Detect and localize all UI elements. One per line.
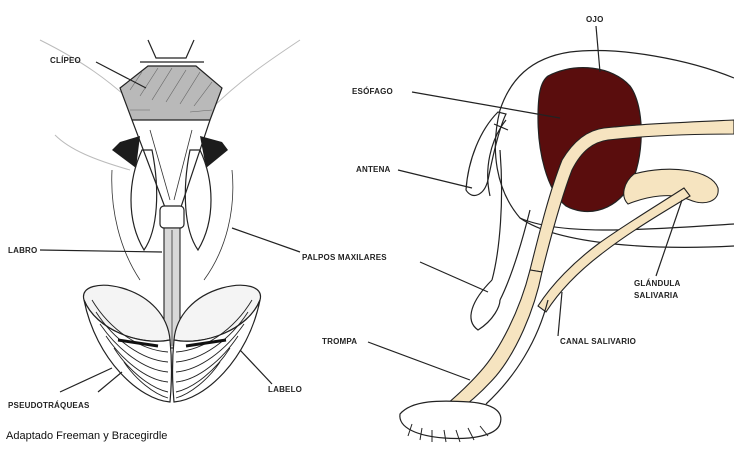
label-pseudotraqueas: PSEUDOTRÁQUEAS — [8, 401, 90, 410]
label-labelo: LABELO — [268, 385, 302, 394]
label-trompa: TROMPA — [322, 337, 357, 346]
label-ojo: OJO — [586, 15, 604, 24]
proboscis-tube — [440, 270, 542, 414]
label-clipeo: CLÍPEO — [50, 56, 81, 65]
source-caption: Adaptado Freeman y Bracegirdle — [6, 430, 167, 442]
label-labro: LABRO — [8, 246, 37, 255]
right-head-section-illustration — [400, 51, 734, 442]
left-proboscis-illustration — [40, 40, 300, 402]
label-antena: ANTENA — [356, 165, 391, 174]
clypeus-shape — [120, 66, 222, 120]
label-canal-salivario: CANAL SALIVARIO — [560, 337, 636, 346]
label-glandula: GLÁNDULA — [634, 279, 681, 288]
label-salivaria: SALIVARIA — [634, 291, 678, 300]
label-esofago: ESÓFAGO — [352, 87, 393, 96]
label-palpos-maxilares: PALPOS MAXILARES — [302, 253, 387, 262]
